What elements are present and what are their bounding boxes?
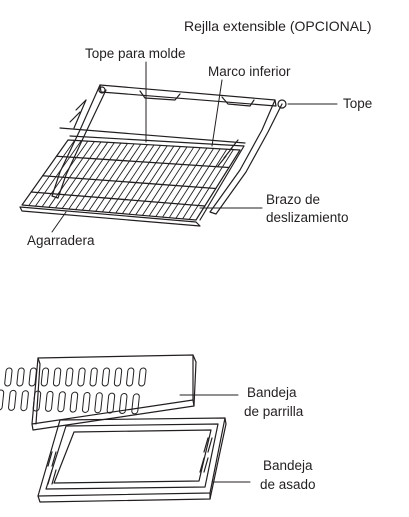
rack-wire: [182, 148, 228, 220]
label-brazo-line1: Brazo de: [266, 192, 321, 207]
broiler-slot: [77, 367, 86, 387]
rack-wire: [188, 149, 234, 220]
rack-wire: [75, 142, 122, 211]
extendable-rack-illustration: [19, 84, 287, 227]
broiler-slot: [113, 367, 123, 387]
stopper-right: [277, 99, 287, 109]
rack-wire: [55, 141, 102, 209]
rack-wire: [155, 147, 201, 217]
label-marco-inferior: Marco inferior: [208, 64, 291, 79]
broiler-slot: [118, 393, 128, 414]
roasting-pan-illustration: [37, 417, 227, 503]
broiler-slot: [81, 391, 91, 413]
rack-grid: [28, 139, 234, 220]
rack-wire: [88, 143, 135, 212]
rack-wire: [142, 146, 188, 216]
label-bandeja-asado-line1: Bandeja: [263, 458, 313, 473]
broiler-slot: [40, 367, 50, 387]
broiler-slot: [16, 367, 25, 387]
rack-cross-bar: [30, 191, 206, 207]
broiler-slot: [106, 392, 116, 414]
rack-cross-bar: [42, 175, 217, 190]
rack-wire: [95, 143, 142, 212]
rack-wire: [81, 143, 128, 211]
rack-cross-bar: [55, 155, 230, 169]
broiler-slot: [69, 391, 79, 413]
broiler-slot: [101, 367, 110, 387]
label-agarradera: Agarradera: [27, 233, 95, 248]
rack-wire: [121, 145, 168, 215]
label-brazo-line2: deslizamiento: [266, 210, 349, 225]
rack-handle: [19, 206, 201, 227]
rack-wire: [135, 146, 181, 216]
rack-wire: [34, 140, 82, 207]
rack-wire: [168, 148, 214, 219]
broiler-slot: [89, 367, 98, 387]
rack-wire: [68, 142, 115, 210]
diagram-title: Rejlla extensible (OPCIONAL): [184, 18, 372, 34]
rack-wire: [162, 147, 208, 218]
rack-wire: [115, 144, 162, 214]
broiler-slot: [45, 390, 54, 412]
rack-wire: [41, 140, 89, 208]
rack-wire: [28, 139, 76, 207]
lower-frame: [99, 84, 277, 107]
rack-wire: [175, 148, 221, 219]
rack-wire: [48, 141, 95, 208]
rack-wire: [148, 146, 195, 217]
label-tope: Tope: [343, 96, 373, 111]
right-slide-arm: [209, 99, 283, 215]
broiler-slot: [94, 392, 103, 414]
broiler-slot: [28, 367, 37, 387]
stopper-left: [98, 86, 106, 94]
label-bandeja-parrilla-line1: Bandeja: [247, 385, 297, 400]
rack-leader-lines: [51, 61, 338, 233]
broiler-slot: [0, 389, 5, 411]
rack-wire: [101, 144, 148, 213]
broiler-slot: [126, 367, 135, 387]
broiler-slot: [32, 390, 42, 412]
broiler-slot: [138, 367, 147, 387]
broiler-slot: [57, 391, 66, 413]
label-bandeja-asado-line2: de asado: [260, 477, 316, 492]
rack-wire: [61, 141, 109, 209]
broiler-slot: [20, 390, 29, 412]
rack-frame: [21, 139, 241, 221]
left-slide-arm: [51, 84, 107, 199]
broiler-slot: [65, 367, 74, 387]
broiler-slot: [52, 367, 62, 387]
broiler-slot: [4, 367, 13, 387]
label-bandeja-parrilla-line2: de parrilla: [244, 404, 304, 419]
broiler-tray-top: [31, 354, 194, 425]
broiler-slot: [131, 393, 140, 415]
rack-wire: [108, 144, 155, 213]
tray-leader-lines: [179, 394, 251, 483]
broiler-slot: [8, 389, 17, 411]
label-tope-para-molde: Tope para molde: [85, 46, 186, 61]
rack-wire: [128, 145, 175, 215]
broiler-slots: [0, 367, 147, 415]
